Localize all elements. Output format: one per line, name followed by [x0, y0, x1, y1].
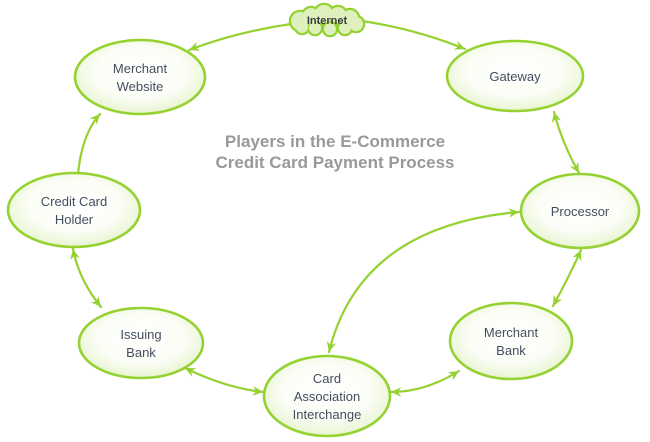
merchant-bank-label-line1: Merchant: [484, 325, 539, 340]
processor-label: Processor: [551, 204, 610, 219]
connector-card-association-processor: [326, 208, 521, 354]
merchant-bank-label-line2: Bank: [496, 343, 526, 358]
card-association-label-line3: Interchange: [293, 407, 362, 422]
card-association-label-line1: Card: [313, 371, 341, 386]
processor-ellipse: [519, 172, 641, 250]
gateway-ellipse: [445, 39, 585, 113]
connector-cardholder-issuing-bank: [70, 247, 103, 309]
connector-cardholder-merchant-website: [76, 112, 102, 176]
card-association-ellipse: [262, 354, 392, 438]
gateway-label: Gateway: [489, 69, 541, 84]
connector-merchant-bank-card-association: [389, 369, 461, 397]
card-association-label-line2: Association: [294, 389, 360, 404]
merchant-website-ellipse: [73, 38, 207, 116]
connector-issuing-bank-card-association: [183, 366, 265, 396]
connectors: [70, 19, 583, 397]
connector-internet-gateway: [360, 19, 467, 51]
node-issuing-bank: Issuing Bank: [77, 306, 205, 380]
title-line1: Players in the E-Commerce: [225, 132, 445, 151]
credit-card-holder-label-line2: Holder: [55, 212, 94, 227]
internet-label: Internet: [307, 15, 348, 27]
node-processor: Processor: [519, 172, 641, 250]
node-credit-card-holder: Credit Card Holder: [6, 171, 142, 249]
merchant-website-label-line2: Website: [117, 79, 164, 94]
connector-gateway-processor: [551, 110, 581, 175]
credit-card-holder-label-line1: Credit Card: [41, 194, 107, 209]
internet-cloud-fill: [291, 5, 363, 35]
issuing-bank-label-line1: Issuing: [120, 327, 161, 342]
node-internet: Internet: [288, 2, 366, 38]
connector-processor-merchant-bank: [551, 248, 583, 308]
node-merchant-website: Merchant Website: [73, 38, 207, 116]
issuing-bank-label-line2: Bank: [126, 345, 156, 360]
diagram-title: Players in the E-Commerce Credit Card Pa…: [215, 132, 454, 172]
merchant-website-label-line1: Merchant: [113, 61, 168, 76]
node-gateway: Gateway: [445, 39, 585, 113]
credit-card-holder-ellipse: [6, 171, 142, 249]
merchant-bank-ellipse: [448, 301, 574, 381]
issuing-bank-ellipse: [77, 306, 205, 380]
connector-internet-merchant-website: [187, 22, 293, 52]
node-merchant-bank: Merchant Bank: [448, 301, 574, 381]
node-card-association-interchange: Card Association Interchange: [262, 354, 392, 438]
title-line2: Credit Card Payment Process: [215, 153, 454, 172]
